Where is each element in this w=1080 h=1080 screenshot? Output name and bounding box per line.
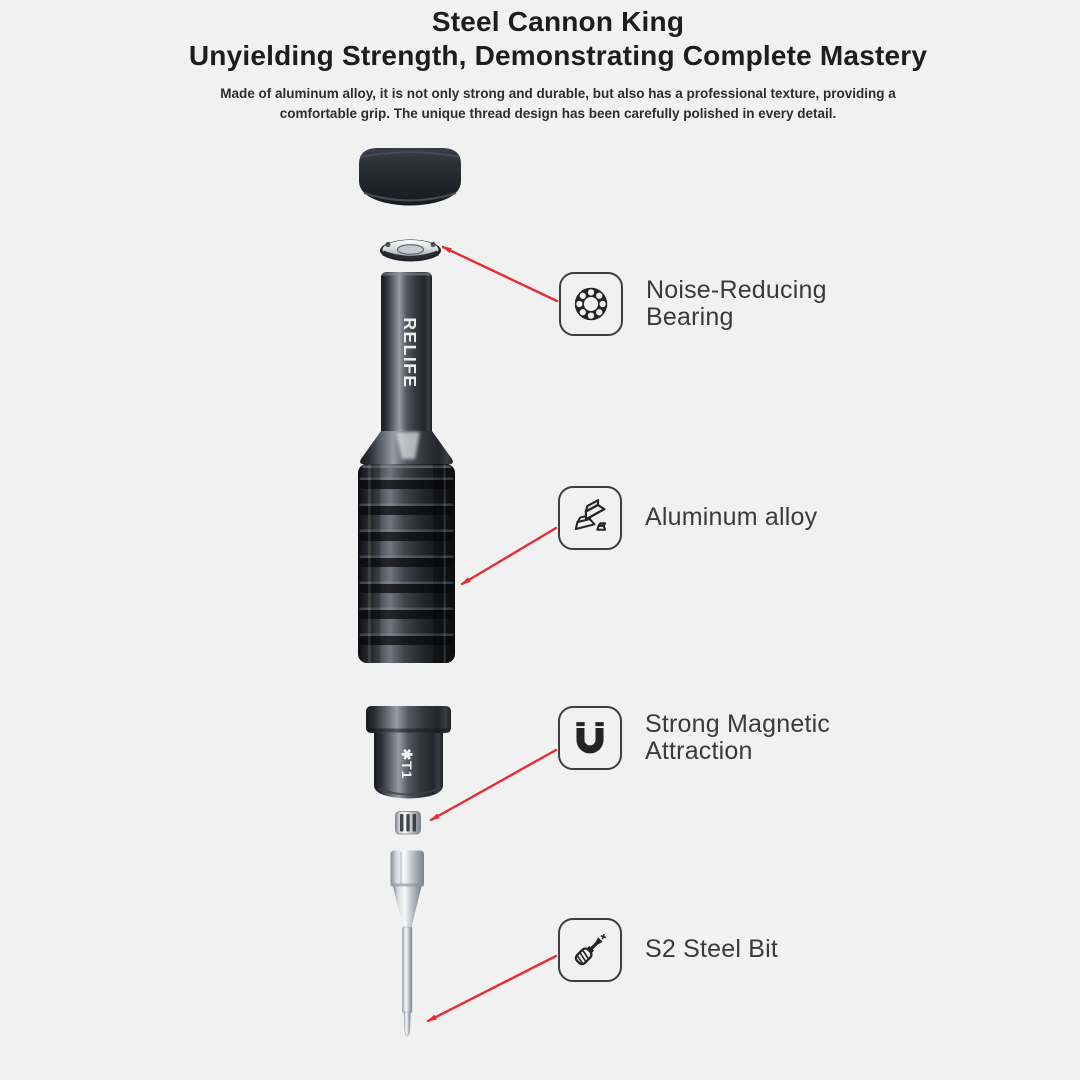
page-title: Steel Cannon King — [431, 6, 685, 37]
screwdriver-icon — [558, 918, 622, 982]
description-line-1: Made of aluminum alloy, it is not only s… — [220, 86, 896, 101]
connector-line-magnet — [429, 748, 558, 822]
callout-strong-magnetic-attraction: Strong Magnetic Attraction — [558, 706, 830, 770]
callout-label: S2 Steel Bit — [645, 936, 778, 964]
connector-line-grip — [460, 526, 558, 586]
bit-size-marking: ✱T1 — [399, 748, 415, 779]
callout-aluminum-alloy: Aluminum alloy — [558, 486, 817, 550]
callout-label-line: S2 Steel Bit — [645, 935, 779, 964]
callout-label-line: Noise-Reducing — [646, 275, 827, 304]
s2-steel-bit-part — [390, 850, 424, 1037]
handle-taper — [360, 431, 453, 465]
callout-label-line: Bearing — [646, 303, 734, 331]
noise-reducing-bearing-part — [380, 239, 441, 262]
connector-line-bearing — [441, 245, 559, 303]
grip-ribs — [359, 477, 454, 645]
handle-shaft: RELIFE — [381, 272, 432, 431]
aluminum-ingots-icon — [558, 486, 622, 550]
page-subtitle: Unyielding Strength, Demonstrating Compl… — [188, 40, 928, 71]
callout-s2-steel-bit: S2 Steel Bit — [558, 918, 778, 982]
end-cap — [359, 148, 461, 206]
product-description: Made of aluminum alloy, it is not only s… — [18, 84, 1080, 124]
callout-label: Noise-Reducing Bearing — [646, 275, 827, 332]
magnet-part — [395, 811, 421, 835]
aluminum-grip-body — [358, 464, 455, 663]
brand-marking: RELIFE — [400, 317, 420, 388]
bearing-icon — [559, 272, 623, 336]
bit-holder: ✱T1 — [366, 706, 451, 799]
magnet-icon — [558, 706, 622, 770]
callout-label: Strong Magnetic Attraction — [645, 709, 831, 766]
callout-label-line: Attraction — [645, 737, 753, 765]
header: Steel Cannon King Unyielding Strength, D… — [18, 5, 1080, 124]
callout-label: Aluminum alloy — [645, 504, 817, 532]
callout-label-line: Strong Magnetic — [645, 709, 831, 738]
description-line-2: comfortable grip. The unique thread desi… — [279, 106, 837, 121]
callout-noise-reducing-bearing: Noise-Reducing Bearing — [559, 272, 827, 336]
connector-line-bit — [426, 954, 558, 1023]
callout-label-line: Aluminum alloy — [645, 503, 818, 532]
